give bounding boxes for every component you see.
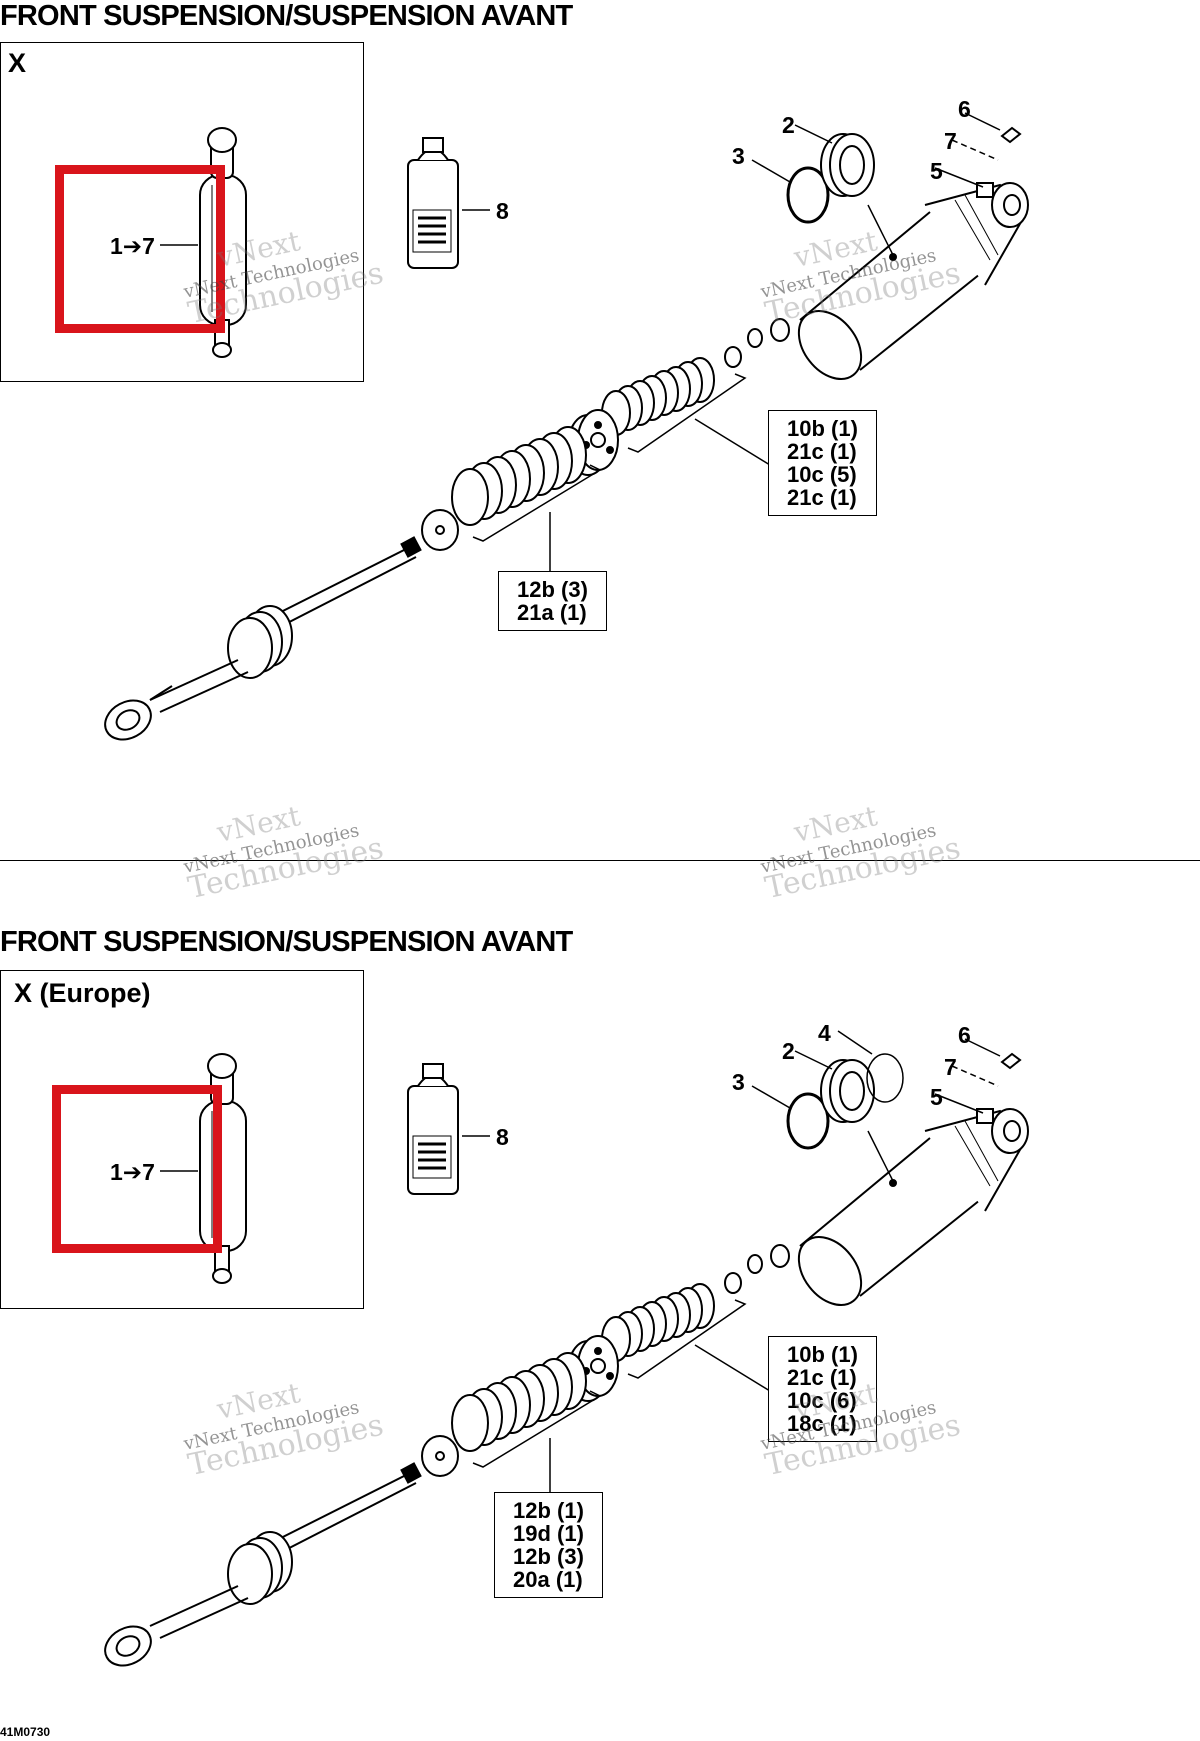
exploded-view-1 <box>104 112 1029 741</box>
callout-6: 6 <box>958 96 971 122</box>
reference-box-lower: 12b (3) 21a (1) <box>498 571 607 631</box>
oil-bottle-icon <box>407 1063 459 1195</box>
ref-entry: 10b (1) <box>787 1342 858 1367</box>
highlight-box <box>52 1085 222 1253</box>
reference-box-upper: 10b (1) 21c (1) 10c (6) 18c (1) <box>768 1336 877 1442</box>
ref-entry: 20a (1) <box>513 1567 583 1592</box>
callout-6: 6 <box>958 1022 971 1048</box>
section-divider <box>0 860 1200 861</box>
ref-entry: 21c (1) <box>787 485 857 510</box>
piston-icon <box>567 409 619 476</box>
spring-stack-icon <box>601 357 715 436</box>
ref-entry: 12b (3) <box>517 577 588 602</box>
damper-rod-icon <box>104 536 422 741</box>
ref-entry: 21c (1) <box>787 1365 857 1390</box>
seal-icon <box>820 1059 875 1123</box>
ref-entry: 19d (1) <box>513 1521 584 1546</box>
reference-box-lower: 12b (1) 19d (1) 12b (3) 20a (1) <box>494 1492 603 1598</box>
reservoir-icon <box>797 182 1029 380</box>
figure-code: 41M0730 <box>0 1725 51 1739</box>
o-ring-icon <box>786 166 830 224</box>
seal-icon <box>820 133 875 197</box>
reference-box-upper: 10b (1) 21c (1) 10c (5) 21c (1) <box>768 410 877 516</box>
callout-8: 8 <box>496 198 509 224</box>
range-label: 1➔7 <box>110 233 155 259</box>
callout-7: 7 <box>944 1054 957 1080</box>
ref-entry: 18c (1) <box>787 1411 857 1436</box>
inset-label: X (Europe) <box>14 978 151 1008</box>
inset-label: X <box>8 48 27 78</box>
callout-2: 2 <box>782 112 795 138</box>
ref-entry: 10c (5) <box>787 462 857 487</box>
oil-bottle-icon <box>407 137 459 269</box>
range-label: 1➔7 <box>110 1159 155 1185</box>
callout-3: 3 <box>732 1069 745 1095</box>
callout-7: 7 <box>944 128 957 154</box>
shock-absorber-icon <box>199 1053 247 1284</box>
ref-entry: 10c (6) <box>787 1388 857 1413</box>
callout-3: 3 <box>732 143 745 169</box>
damper-rod-icon <box>104 1462 422 1667</box>
page-title: FRONT SUSPENSION/SUSPENSION AVANT <box>0 0 573 32</box>
callout-5: 5 <box>930 1084 943 1110</box>
ref-entry: 21c (1) <box>787 439 857 464</box>
spring-stack-icon <box>601 1283 715 1362</box>
ref-entry: 10b (1) <box>787 416 858 441</box>
cap-icon <box>866 1053 904 1103</box>
ref-entry: 12b (1) <box>513 1498 584 1523</box>
callout-4: 4 <box>818 1020 831 1046</box>
ref-entry: 12b (3) <box>513 1544 584 1569</box>
o-ring-icon <box>786 1092 830 1150</box>
reservoir-icon <box>797 1108 1029 1306</box>
page-title: FRONT SUSPENSION/SUSPENSION AVANT <box>0 926 573 958</box>
callout-5: 5 <box>930 158 943 184</box>
ref-entry: 21a (1) <box>517 600 587 625</box>
callout-2: 2 <box>782 1038 795 1064</box>
highlight-box <box>55 165 225 333</box>
callout-8: 8 <box>496 1124 509 1150</box>
